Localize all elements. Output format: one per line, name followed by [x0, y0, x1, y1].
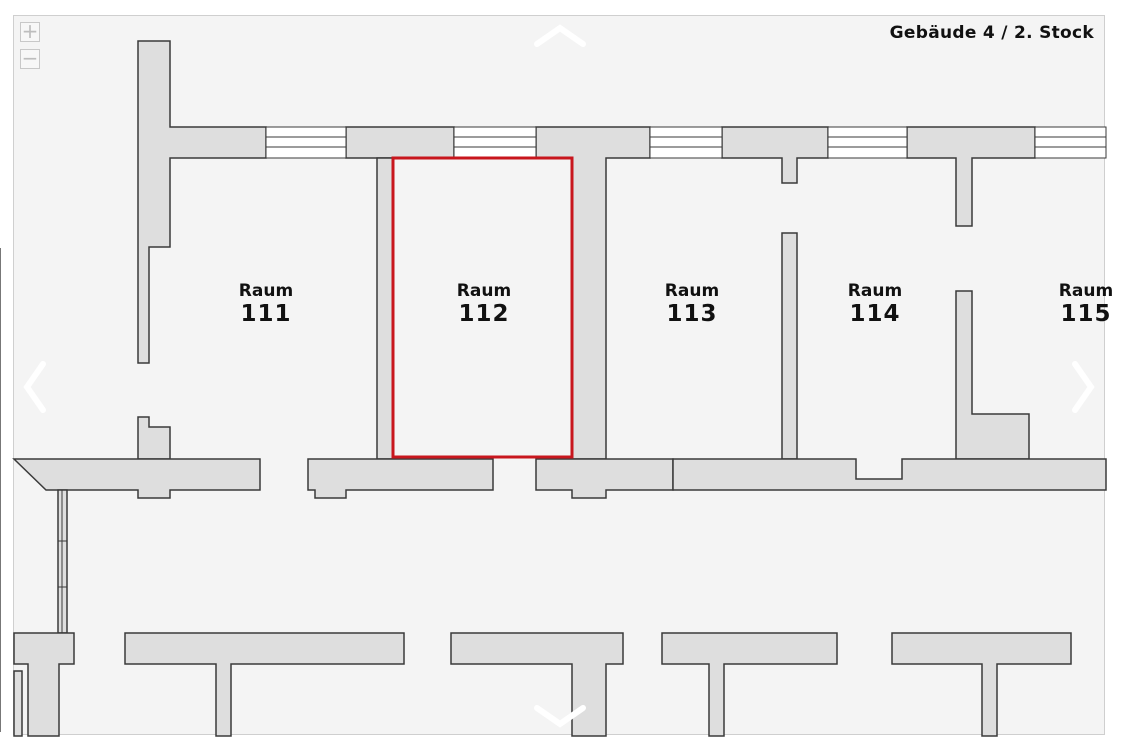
room-label[interactable]: Raum 111: [206, 281, 326, 327]
windows: [58, 126, 1107, 633]
wall: [721, 126, 829, 184]
window: [649, 126, 723, 159]
chevron-up-icon: [534, 24, 586, 47]
room-word: Raum: [238, 281, 294, 301]
wall: [137, 416, 171, 460]
room-label[interactable]: Raum 113: [632, 281, 752, 327]
room-number: 115: [1060, 301, 1112, 327]
wall: [906, 126, 1036, 227]
wall: [535, 458, 674, 499]
room-label[interactable]: Raum 115: [1026, 281, 1146, 327]
wall: [13, 670, 23, 737]
wall: [781, 232, 798, 460]
zoom-in-button[interactable]: +: [20, 19, 40, 43]
room-number: 111: [240, 301, 292, 327]
left-edge-line: [0, 248, 1, 732]
room-word: Raum: [1058, 281, 1114, 301]
walls: [12, 40, 1107, 737]
room-word: Raum: [847, 281, 903, 301]
room-number: 112: [458, 301, 510, 327]
window: [1034, 126, 1107, 159]
wall: [12, 458, 261, 499]
wall: [307, 458, 494, 499]
wall: [124, 632, 405, 737]
room-word: Raum: [456, 281, 512, 301]
room-word: Raum: [664, 281, 720, 301]
pan-left-button[interactable]: [19, 361, 49, 417]
chevron-left-icon: [23, 361, 46, 413]
building-floor-title: Gebäude 4 / 2. Stock: [889, 23, 1094, 43]
wall: [891, 632, 1072, 737]
chevron-right-icon: [1072, 361, 1095, 413]
zoom-out-button[interactable]: −: [20, 46, 40, 70]
wall: [672, 458, 1107, 491]
plus-icon: +: [21, 19, 39, 43]
wall: [376, 157, 394, 460]
room-number: 114: [849, 301, 901, 327]
wall: [661, 632, 838, 737]
wall: [13, 632, 75, 737]
selected-room-highlight: [391, 156, 574, 459]
room-label-selected[interactable]: Raum 112: [424, 281, 544, 327]
minus-icon: −: [21, 46, 39, 70]
floorplan-viewer[interactable]: + − Gebäude 4 / 2. Stock Raum 111 Raum 1…: [12, 15, 1113, 737]
room-label[interactable]: Raum 114: [815, 281, 935, 327]
wall: [137, 40, 267, 364]
pan-down-button[interactable]: [534, 704, 586, 734]
wall: [345, 126, 455, 159]
pan-up-button[interactable]: [534, 22, 586, 52]
pan-right-button[interactable]: [1069, 361, 1099, 417]
window: [827, 126, 908, 159]
floorplan-drawing: [12, 40, 1107, 737]
wall: [955, 290, 1030, 460]
room-number: 113: [666, 301, 718, 327]
window: [265, 126, 347, 159]
chevron-down-icon: [534, 705, 586, 728]
window: [453, 126, 537, 159]
